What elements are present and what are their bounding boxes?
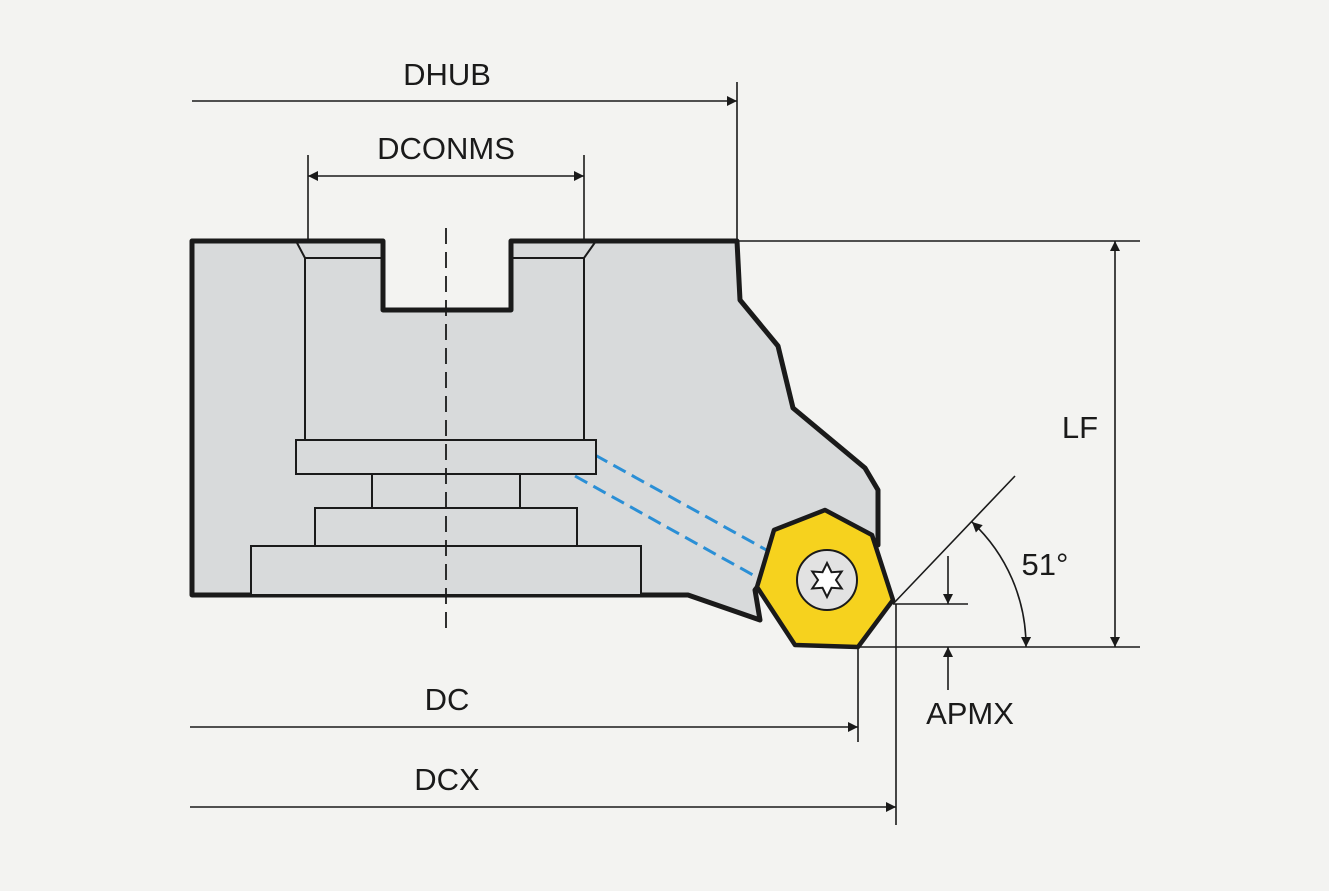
torx-screw-icon <box>810 560 844 600</box>
dcx-label: DCX <box>414 762 480 797</box>
coolant-channel-lower <box>574 474 763 582</box>
dhub-label: DHUB <box>403 57 491 92</box>
angle-label: 51° <box>1022 547 1069 582</box>
angle-leg <box>892 475 1016 605</box>
lf-label: LF <box>1062 410 1098 445</box>
chamfer-right <box>511 240 597 259</box>
dconms-label: DCONMS <box>377 131 515 166</box>
coolant-channel-upper <box>594 453 771 554</box>
angle-arc <box>971 521 1032 648</box>
dc-label: DC <box>425 682 470 717</box>
insert <box>754 507 896 650</box>
chamfer-left <box>295 240 383 259</box>
apmx-label: APMX <box>926 696 1014 731</box>
